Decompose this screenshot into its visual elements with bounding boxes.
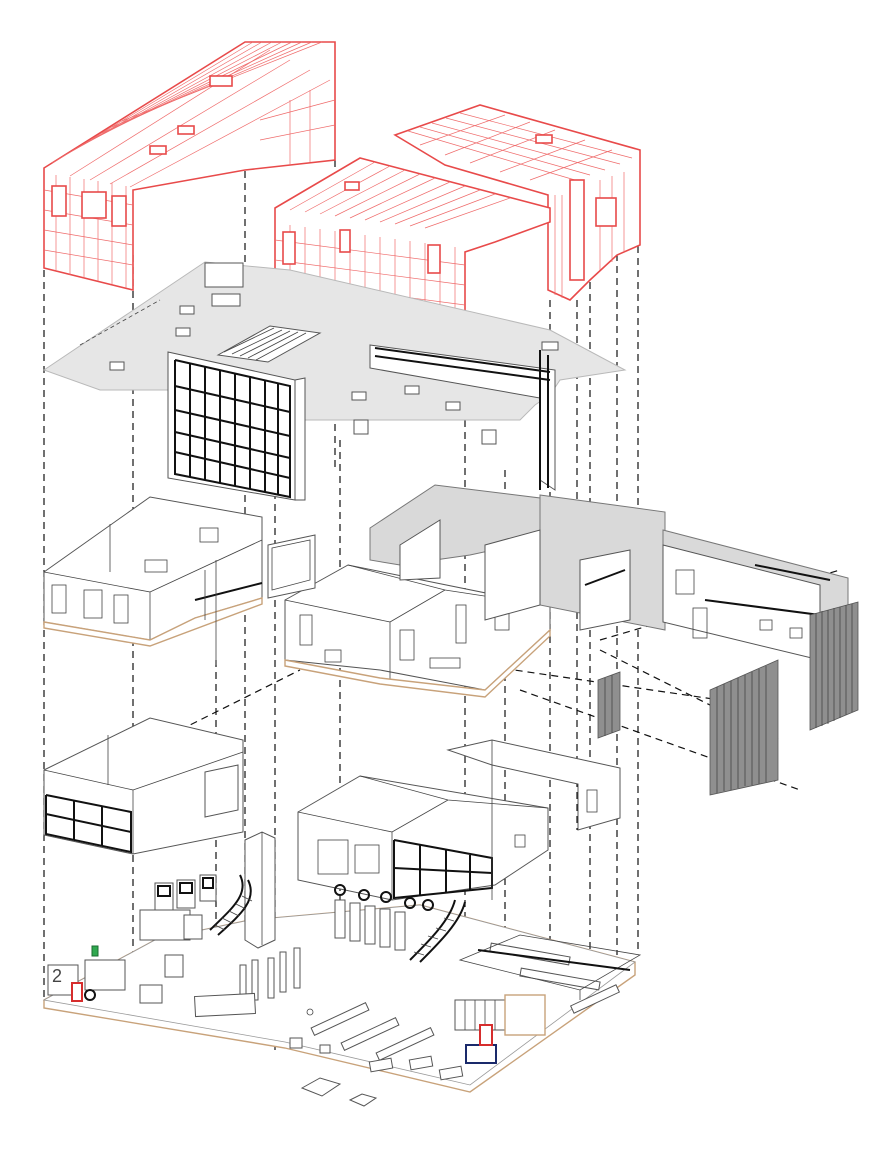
entry-corner-equipment: 2 [47,945,184,1004]
upper-rooms-right [369,484,849,666]
vertical-fins-group [597,601,859,796]
roof-structure-left [43,41,336,292]
elevator-core [244,831,276,949]
storage-shelving [454,994,546,1036]
lathe-row [334,884,434,951]
side-glazing-strip [369,344,556,491]
middle-rooms-left [43,717,244,855]
middle-rooms-center [297,739,621,901]
glazed-facade [167,351,306,501]
workshop-machines [139,874,434,1018]
loose-blocks [300,1077,378,1107]
right-workshop-room [458,934,642,1000]
upper-rooms-left [43,496,263,665]
roof-structure-right [393,104,641,301]
column-pillars [239,947,301,1006]
upper-rooms-center [267,534,551,698]
number-marker: 2 [52,966,62,986]
roof-stair-louvers [216,325,322,363]
printer-station [465,1024,497,1064]
staircases [209,874,466,963]
lab-tables [289,942,621,1081]
